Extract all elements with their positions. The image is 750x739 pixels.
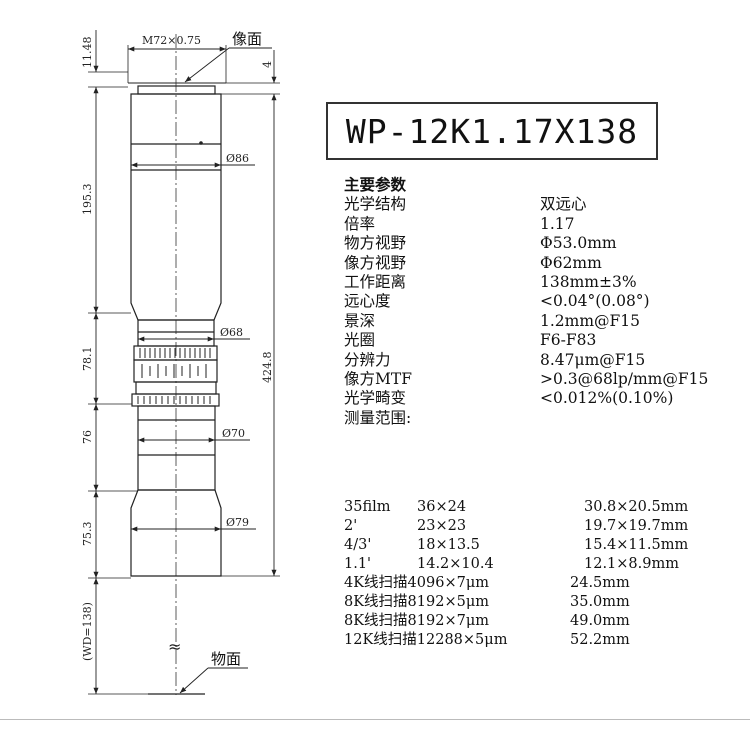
param-value: 1.2mm@F15: [540, 311, 641, 330]
range-sensor: 1.1': [344, 556, 372, 572]
param-name: 测量范围:: [344, 408, 412, 427]
param-row: 光学畸变 <0.012%(0.10%): [344, 389, 708, 408]
param-name: 景深: [344, 311, 376, 330]
range-size: 36×24: [417, 499, 467, 515]
params-list: 光学结构 双远心倍率 1.17 物方视野 Φ53.0mm 像方视野 Φ62mm 工作距离 138…: [344, 195, 708, 428]
dia-68: Ø68: [220, 326, 243, 339]
param-name: 像方视野: [344, 253, 407, 272]
dim-total: 424.8: [261, 352, 274, 384]
dim-front: 75.3: [81, 522, 94, 547]
param-value: Φ62mm: [540, 253, 602, 272]
range-field: 30.8×20.5mm: [584, 499, 689, 515]
dim-upper: 195.3: [81, 184, 94, 216]
range-field: 15.4×11.5mm: [584, 537, 689, 553]
dia-79: Ø79: [226, 516, 249, 529]
object-plane-label: 物面: [211, 650, 241, 668]
range-sensor: 35film: [344, 499, 391, 515]
param-row: 分辨力 8.47μm@F15: [344, 351, 708, 370]
dim-mid: 78.1: [81, 347, 94, 372]
param-value: 138mm±3%: [540, 273, 637, 292]
param-name: 光圈: [344, 331, 376, 350]
dim-flange: 4: [261, 61, 274, 68]
range-field: 19.7×19.7mm: [584, 518, 689, 534]
thread-label: M72×0.75: [142, 34, 201, 47]
param-value: F6-F83: [540, 331, 597, 350]
range-field: 24.5mm: [570, 575, 630, 591]
param-row: 测量范围:: [344, 409, 708, 428]
param-name: 分辨力: [344, 350, 391, 369]
param-value: 1.17: [540, 214, 575, 233]
param-name: 物方视野: [344, 234, 407, 253]
dim-wd: (WD=138): [81, 602, 94, 661]
range-sensor: 2': [344, 518, 358, 534]
range-sensor: 8K线扫描8192×5μm: [344, 594, 490, 610]
param-value: >0.3@68lp/mm@F15: [540, 370, 709, 389]
range-field: 49.0mm: [570, 613, 630, 629]
break-mark: ≈: [168, 637, 181, 656]
bottom-divider: [0, 719, 750, 720]
range-sensor: 12K线扫描12288×5μm: [344, 632, 508, 648]
screw-dot: [199, 141, 203, 145]
range-field: 52.2mm: [570, 632, 630, 648]
range-size: 14.2×10.4: [417, 556, 494, 572]
param-name: 工作距离: [344, 273, 407, 292]
image-plane-label: 像面: [232, 30, 262, 48]
params-title: 主要参数: [344, 176, 407, 194]
range-field: 12.1×8.9mm: [584, 556, 679, 572]
range-sensor: 4/3': [344, 537, 372, 553]
image-plane-leader: [184, 47, 230, 83]
param-name: 光学结构: [344, 195, 407, 214]
param-row: 远心度 <0.04°(0.08°): [344, 292, 708, 311]
lens-body: [130, 85, 222, 577]
range-size: 23×23: [417, 518, 467, 534]
param-row: 光学结构 双远心: [344, 195, 708, 214]
dim-low: 76: [81, 430, 94, 444]
param-row: 物方视野 Φ53.0mm: [344, 234, 708, 253]
param-name: 倍率: [344, 214, 376, 233]
knurl-marks: [137, 348, 211, 404]
object-plane-leader: [179, 667, 209, 694]
param-name: 像方MTF: [344, 370, 412, 389]
range-sensor: 4K线扫描4096×7μm: [344, 575, 490, 591]
param-value: 8.47μm@F15: [540, 350, 646, 369]
range-field: 35.0mm: [570, 594, 630, 610]
param-value: <0.04°(0.08°): [540, 292, 650, 311]
param-name: 远心度: [344, 292, 391, 311]
param-row: 像方视野 Φ62mm: [344, 254, 708, 273]
dia-86: Ø86: [226, 152, 249, 165]
param-value: Φ53.0mm: [540, 234, 617, 253]
range-sensor: 8K线扫描8192×7μm: [344, 613, 490, 629]
param-name: 光学畸变: [344, 389, 407, 408]
param-row: 倍率 1.17: [344, 215, 708, 234]
range-size: 18×13.5: [417, 537, 480, 553]
model-box: WP-12K1.17X138: [326, 102, 658, 160]
param-row: 像方MTF >0.3@68lp/mm@F15: [344, 370, 708, 389]
dim-top: 11.48: [81, 37, 94, 69]
param-row: 工作距离 138mm±3%: [344, 273, 708, 292]
param-value: <0.012%(0.10%): [540, 389, 674, 408]
dia-70: Ø70: [222, 427, 245, 440]
param-row: 景深 1.2mm@F15: [344, 312, 708, 331]
model-name: WP-12K1.17X138: [345, 111, 639, 151]
param-value: 双远心: [540, 195, 587, 214]
param-row: 光圈 F6-F83: [344, 331, 708, 350]
